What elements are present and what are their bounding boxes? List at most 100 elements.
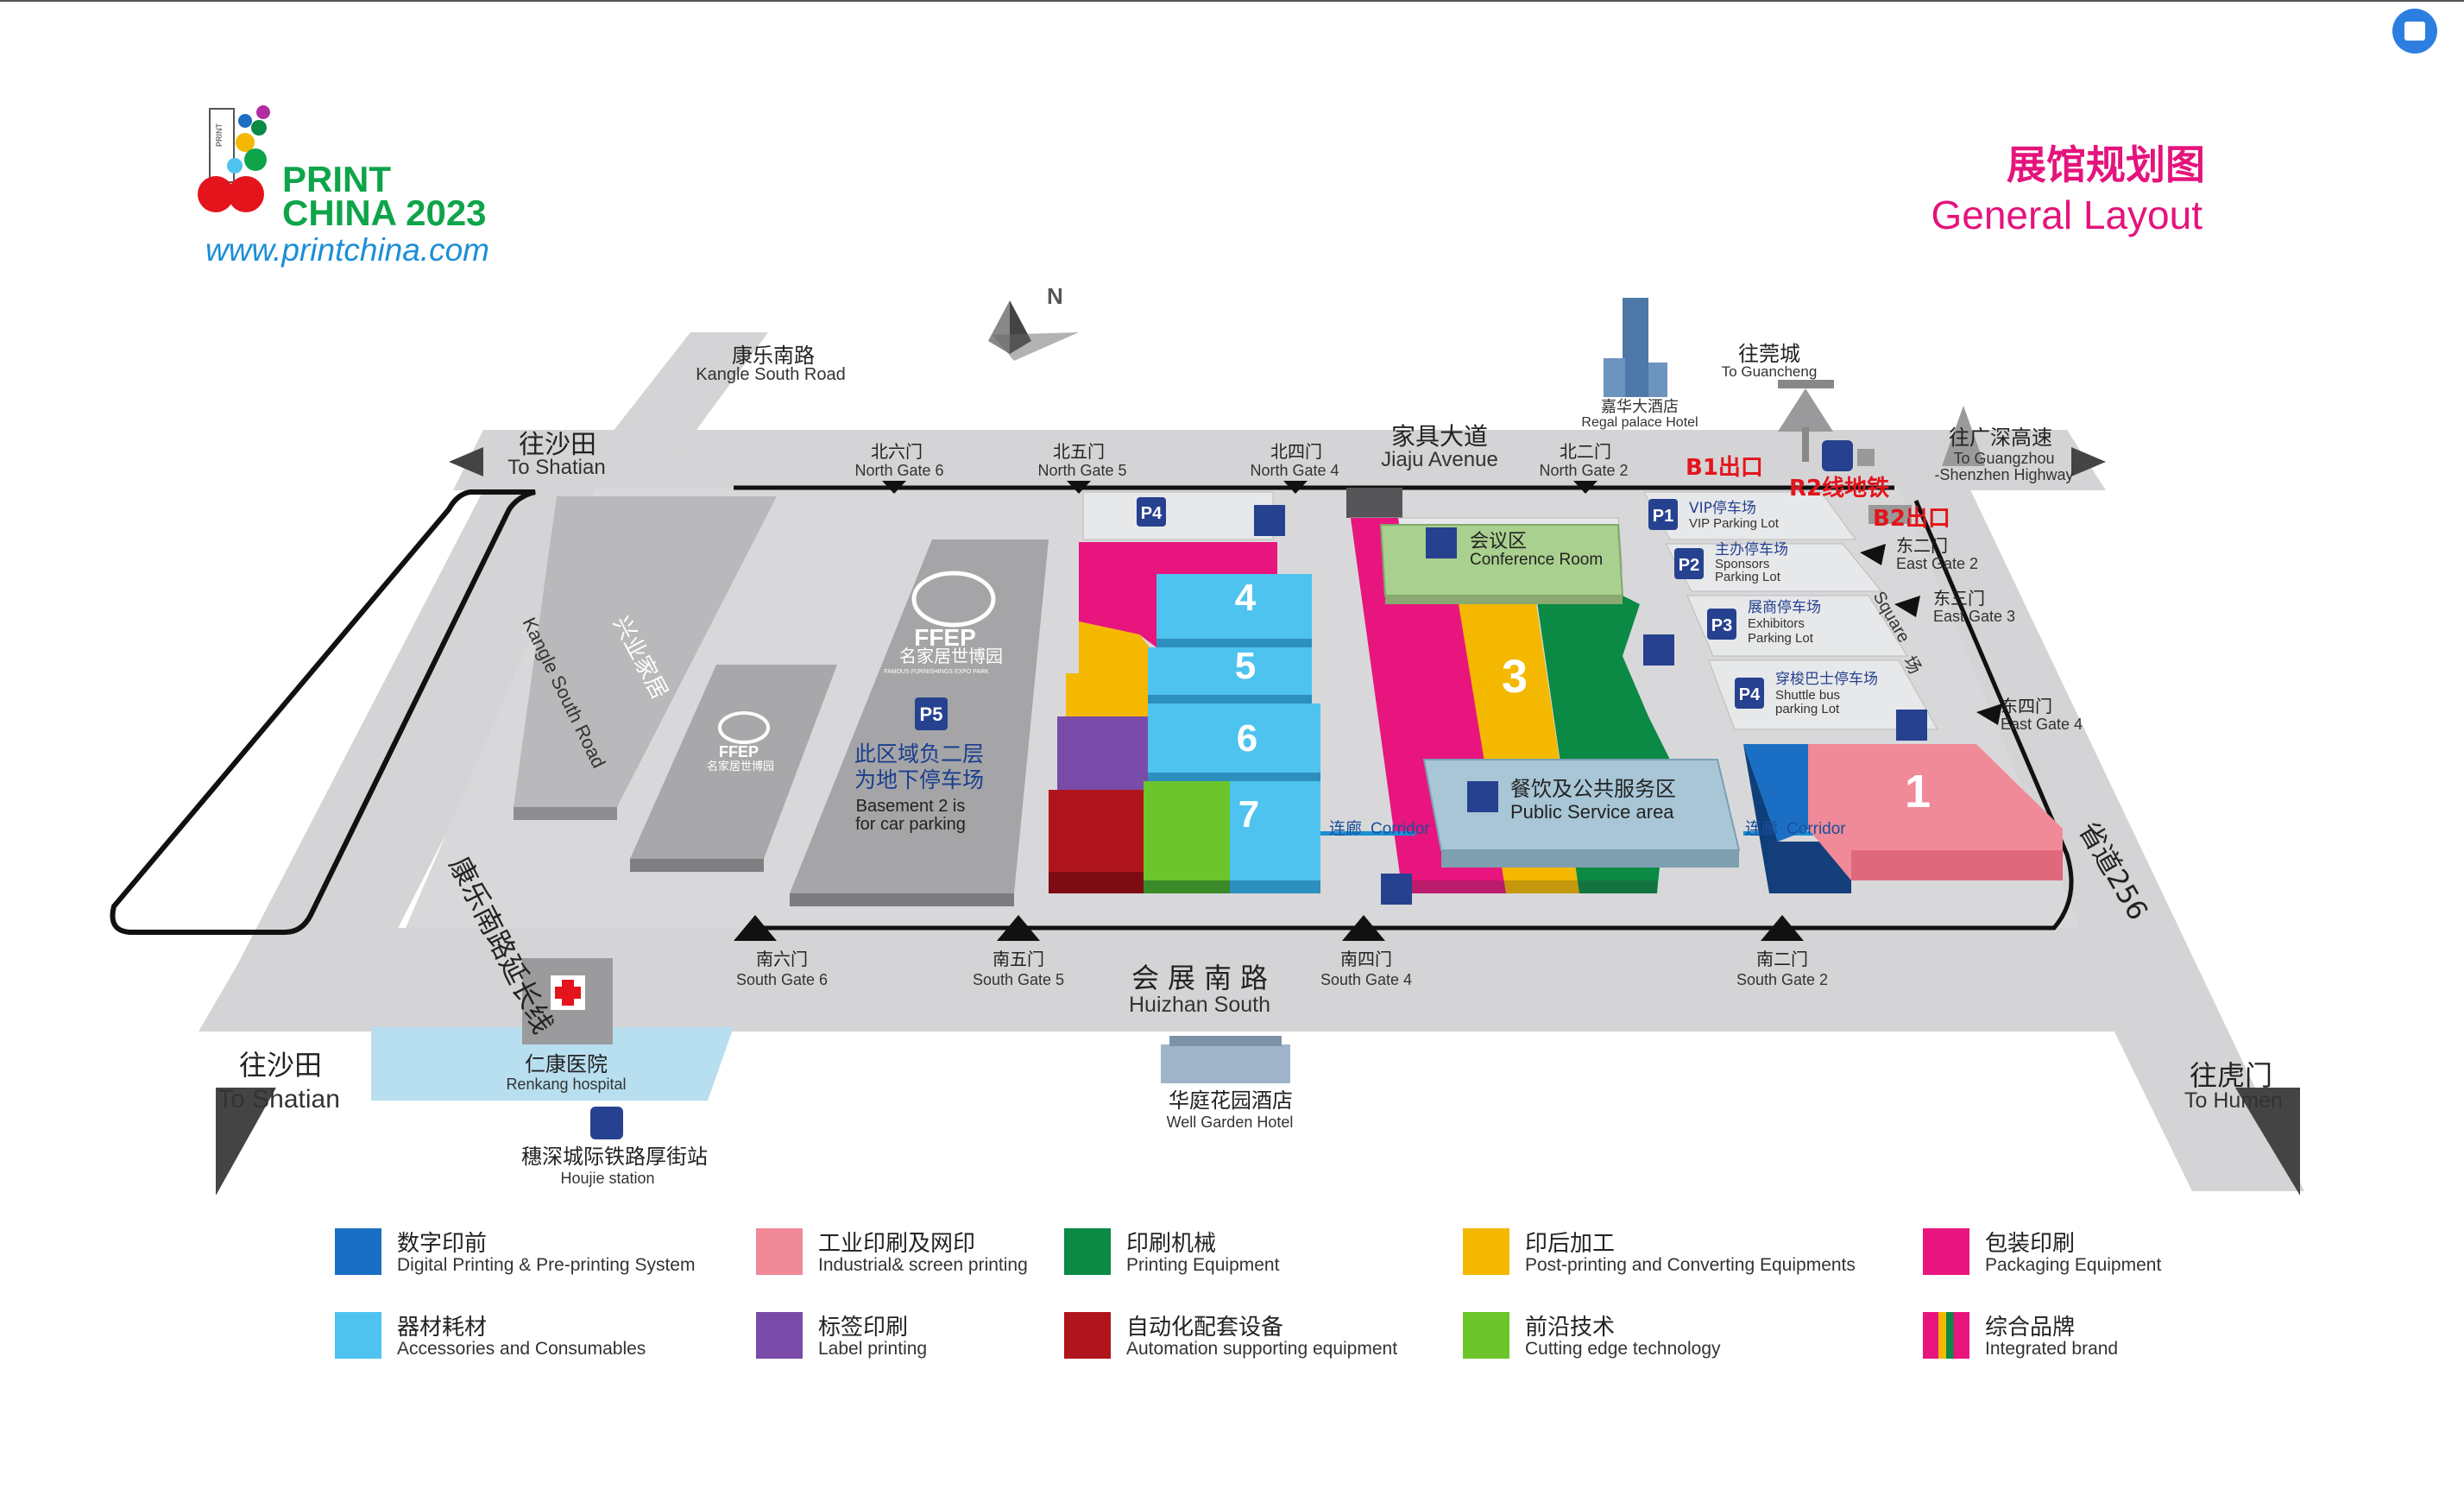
hall-5-label[interactable]: 5 [1235,645,1256,687]
legend-label-cn: 工业印刷及网印 [818,1231,976,1257]
ffep-parking-cn-1: 此区域负二层 [854,741,984,767]
site-boundary-line [734,485,2074,931]
shuttle-icon-2 [1643,634,1674,666]
p1-badge: P1 [1653,507,1673,526]
south-gate-6-en: South Gate 6 [736,971,828,988]
to-highway-en-2: -Shenzhen Highway [1934,466,2073,483]
houjie-cn: 穗深城际铁路厚街站 [521,1145,708,1169]
kangle-north-en: Kangle South Road [696,365,845,384]
north-gate-4-en: North Gate 4 [1250,462,1339,479]
arrow-north-east [1942,406,1985,466]
south-gate-5-en: South Gate 5 [973,971,1064,988]
p4-en-2: parking Lot [1775,702,1840,716]
p2-badge: P2 [1679,556,1699,575]
square-cn: 场 [1900,653,1926,678]
p4-north-badge: P4 [1141,504,1163,523]
p4-en-1: Shuttle bus [1775,688,1840,703]
legend-label-en: Cutting edge technology [1525,1339,1721,1359]
north-gate-5-en: North Gate 5 [1037,462,1126,479]
legend-label-cn: 标签印刷 [818,1315,909,1341]
to-guancheng-en: To Guancheng [1722,363,1818,380]
legend-label-en: Integrated brand [1985,1339,2119,1359]
houjie-en: Houjie station [560,1170,654,1187]
kangle-extension-en: Kangle South Road [519,614,610,771]
ffep-name-en: FAMOUS FURNISHINGS EXPO PARK [884,669,989,675]
conference-en: Conference Room [1470,551,1603,569]
hall-1-label[interactable]: 1 [1905,766,1931,817]
p2-cn: 主办停车场 [1715,541,1788,558]
east-gate-4-cn: 东四门 [2001,696,2052,716]
to-humen-en: To Humen [2184,1088,2283,1113]
regal-en: Regal palace Hotel [1581,415,1698,430]
p4-cn: 穿梭巴士停车场 [1775,671,1878,688]
ffep-name-cn: 名家居世博园 [899,646,1003,666]
kangle-north-cn: 康乐南路 [732,344,815,368]
south-gate-2-en: South Gate 2 [1736,971,1828,988]
to-shatian-bottom-cn: 往沙田 [239,1049,322,1082]
to-shatian-top-cn: 往沙田 [519,430,596,460]
p3-cn: 展商停车场 [1748,599,1821,616]
east-gate-3-cn: 东三门 [1933,588,1985,609]
legend-label-cn: 综合品牌 [1985,1315,2076,1341]
legend-label-en: Automation supporting equipment [1126,1339,1398,1359]
regal-cn: 嘉华大酒店 [1601,398,1679,416]
logo-china: CHINA 2023 [282,192,487,233]
title-cn: 展馆规划图 [2007,142,2205,188]
to-highway-cn: 往广深高速 [1949,426,2052,450]
road-north [453,430,2106,490]
logo-print: PRINT [282,159,391,199]
jiaju-en: Jiaju Avenue [1381,448,1498,471]
public-service-cn: 餐饮及公共服务区 [1510,777,1676,801]
shuttle-icon-3 [1896,710,1927,741]
to-highway-en-1: To Guangzhou [1953,450,2054,467]
loop-road-outline [110,489,536,935]
p2-en-2: Parking Lot [1715,570,1781,584]
train-station-icon [590,1107,623,1139]
north-gate-2-cn: 北二门 [1560,441,1611,462]
hall-7-label[interactable]: 7 [1238,793,1259,836]
renkang-cn: 仁康医院 [525,1052,608,1076]
legend-label-cn: 包装印刷 [1985,1231,2076,1257]
legend-label-cn: 器材耗材 [397,1315,488,1341]
south-gate-4-cn: 南四门 [1340,949,1392,969]
legend-swatch [335,1312,381,1359]
logo-circle-red-1 [198,176,234,212]
arrow-west [449,447,483,476]
website-link[interactable]: www.printchina.com [205,232,489,268]
south-gate-6-cn: 南六门 [756,949,808,969]
legend-swatch [1064,1312,1111,1359]
legend-label-en: Packaging Equipment [1985,1255,2162,1275]
road-south [199,928,2184,1032]
east-gate-2-en: East Gate 2 [1896,555,1978,572]
to-guancheng-cn: 往莞城 [1738,342,1800,366]
legend-swatch [335,1228,381,1275]
east-gate-3-en: East Gate 3 [1933,608,2015,625]
ffep-small-name-cn: 名家居世博园 [707,760,774,773]
provincial-road-label: 省道256 [2072,816,2154,925]
legend-label-cn: 印后加工 [1525,1231,1616,1257]
south-gate-2-cn: 南二门 [1756,949,1808,969]
p5-badge: P5 [920,703,943,725]
legend-label-en: Industrial& screen printing [818,1255,1028,1275]
north-gate-6-en: North Gate 6 [854,462,943,479]
p3-en-1: Exhibitors [1748,616,1805,631]
hall-6-label[interactable]: 6 [1237,717,1257,760]
north-gate-5-cn: 北五门 [1053,441,1105,462]
hall-3-label[interactable]: 3 [1502,651,1528,703]
title-en: General Layout [1931,192,2202,237]
north-gate-6-cn: 北六门 [871,441,923,462]
hall-4-label[interactable]: 4 [1235,577,1257,619]
arrow-east [2071,447,2106,476]
well-garden-cn: 华庭花园酒店 [1169,1088,1293,1113]
to-humen-cn: 往虎门 [2190,1059,2272,1092]
p3-badge: P3 [1711,616,1732,635]
well-garden-en: Well Garden Hotel [1167,1114,1294,1131]
renkang-area [371,1027,734,1101]
b1-exit: B1出口 [1686,455,1763,481]
metro-icon [1822,440,1853,471]
renkang-en: Renkang hospital [506,1076,626,1093]
xingye-label: 兴业家居 [608,612,672,703]
